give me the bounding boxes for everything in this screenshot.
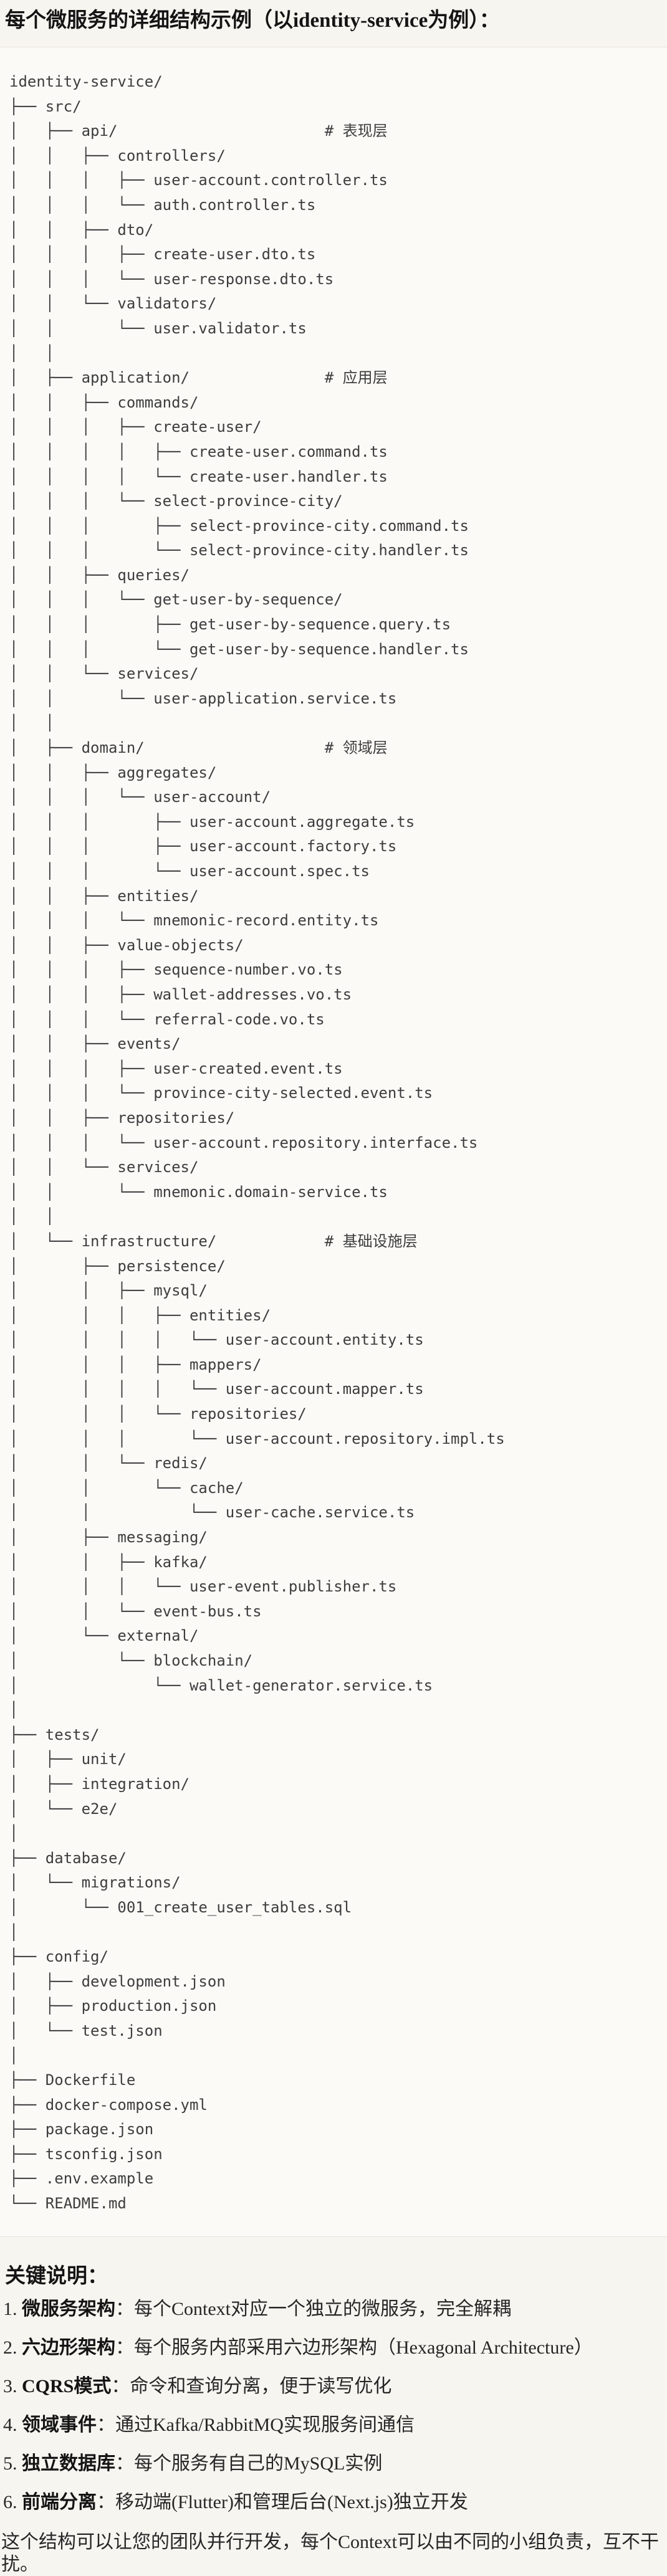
note-item-2: 2. 六边形架构：每个服务内部采用六边形架构（Hexagonal Archite…	[3, 2337, 662, 2359]
note-label: 前端分离	[22, 2491, 97, 2512]
note-number: 6.	[3, 2491, 17, 2512]
file-tree-code-block: identity-service/ ├── src/ │ ├── api/ # …	[0, 47, 667, 2237]
note-label: 领域事件	[22, 2414, 97, 2435]
note-label: 微服务架构	[22, 2298, 115, 2319]
note-number: 2.	[3, 2337, 17, 2358]
note-item-5: 5. 独立数据库：每个服务有自己的MySQL实例	[3, 2453, 662, 2475]
closing-paragraph: 这个结构可以让您的团队并行开发，每个Context可以由不同的小组负责，互不干扰…	[1, 2531, 659, 2575]
note-item-6: 6. 前端分离：移动端(Flutter)和管理后台(Next.js)独立开发	[3, 2491, 662, 2514]
note-label: 独立数据库	[22, 2453, 115, 2474]
note-text: ：移动端(Flutter)和管理后台(Next.js)独立开发	[97, 2491, 468, 2512]
note-text: ：通过Kafka/RabbitMQ实现服务间通信	[97, 2414, 415, 2435]
document-page: { "title": "每个微服务的详细结构示例（以identity-servi…	[0, 6, 667, 2575]
note-item-1: 1. 微服务架构：每个Context对应一个独立的微服务，完全解耦	[3, 2298, 662, 2321]
note-text: ：命令和查询分离，便于读写优化	[111, 2375, 392, 2397]
notes-heading: 关键说明：	[5, 2264, 108, 2287]
note-number: 5.	[3, 2453, 17, 2474]
note-item-4: 4. 领域事件：通过Kafka/RabbitMQ实现服务间通信	[3, 2414, 662, 2436]
note-number: 1.	[3, 2298, 17, 2319]
note-number: 4.	[3, 2414, 17, 2435]
notes-list: 1. 微服务架构：每个Context对应一个独立的微服务，完全解耦 2. 六边形…	[3, 2298, 662, 2514]
note-item-3: 3. CQRS模式：命令和查询分离，便于读写优化	[3, 2375, 662, 2398]
note-text: ：每个Context对应一个独立的微服务，完全解耦	[115, 2298, 511, 2319]
note-text: ：每个服务有自己的MySQL实例	[115, 2453, 383, 2474]
note-text: ：每个服务内部采用六边形架构（Hexagonal Architecture）	[115, 2337, 593, 2358]
note-label: 六边形架构	[22, 2337, 115, 2358]
page-title: 每个微服务的详细结构示例（以identity-service为例）：	[5, 9, 500, 32]
note-label: CQRS模式	[22, 2375, 112, 2397]
note-number: 3.	[3, 2375, 17, 2397]
